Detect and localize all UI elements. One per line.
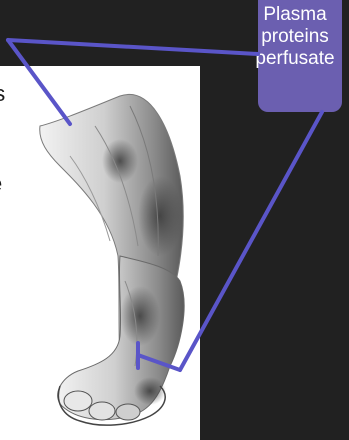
- leg-drawing: [0, 66, 200, 440]
- leg-illustration-panel: es e .: [0, 66, 200, 440]
- shade-4: [134, 377, 166, 405]
- pointer-line-right: [180, 112, 322, 370]
- plasma-proteins-perfusate-label: Plasma proteins perfusate: [231, 4, 349, 70]
- shade-1: [138, 176, 182, 256]
- label-line-3: perfusate: [231, 48, 349, 70]
- paw-pad-2: [89, 402, 115, 420]
- label-line-1: Plasma: [231, 4, 349, 26]
- paw-pad-3: [116, 404, 140, 420]
- shade-2: [120, 286, 160, 346]
- pointer-line-top: [8, 40, 258, 54]
- paw-pad-1: [64, 391, 92, 411]
- label-line-2: proteins: [231, 26, 349, 48]
